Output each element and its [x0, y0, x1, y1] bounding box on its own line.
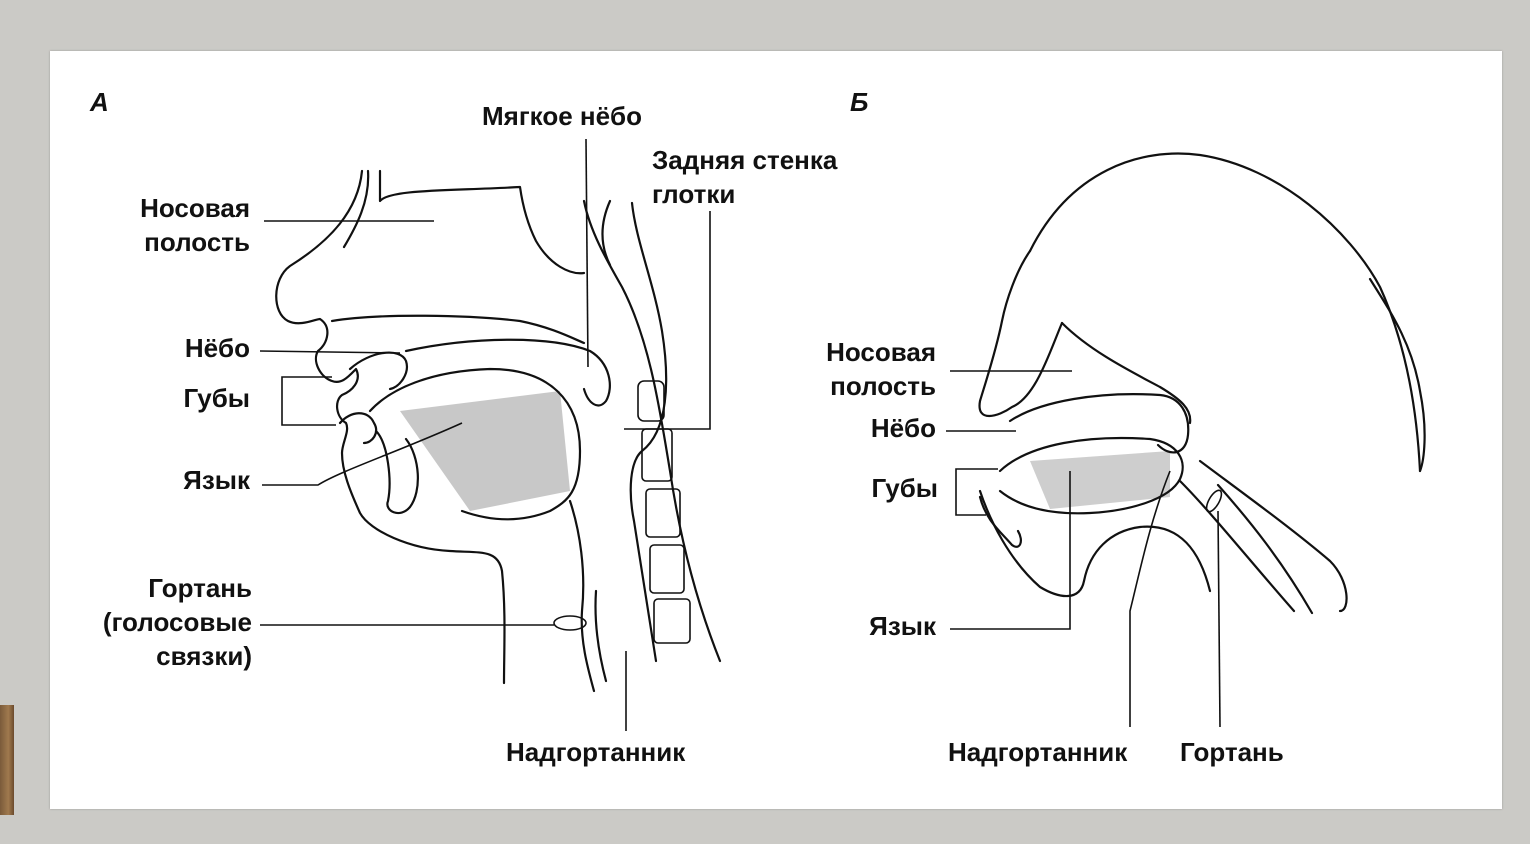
wood-edge-decoration: [0, 705, 14, 815]
trachea-b: [1218, 485, 1312, 613]
epiglottis-a: [595, 591, 606, 681]
leader-epiglottis-b: [1130, 471, 1170, 727]
label-soft-palate-a: Мягкое нёбо: [482, 99, 642, 133]
figure-a-drawing: [260, 139, 720, 731]
palate-b: [1010, 394, 1188, 452]
label-nasal-cavity-a: Носовая полость: [108, 191, 250, 259]
vertebra-a-5: [654, 599, 690, 643]
label-palate-a: Нёбо: [150, 331, 250, 365]
vertebra-a-4: [650, 545, 684, 593]
larynx-b: [1204, 488, 1225, 514]
leader-lips-b: [956, 469, 998, 515]
label-larynx-a: Гортань (голосовые связки): [70, 571, 252, 673]
lower-jaw-a: [340, 413, 418, 513]
leader-larynx-b: [1218, 511, 1220, 727]
label-pharynx-wall-a: Задняя стенка глотки: [652, 143, 837, 211]
diagram-panel: А Носовая полость Нёбо Губы Язык Гортань…: [50, 51, 1502, 809]
leader-soft-palate-a: [586, 139, 588, 367]
label-epiglottis-a: Надгортанник: [506, 735, 685, 769]
label-lips-a: Губы: [150, 381, 250, 415]
label-larynx-b: Гортань: [1180, 735, 1284, 769]
figure-b-letter: Б: [850, 87, 868, 118]
lower-lip-b: [980, 497, 1021, 547]
label-lips-b: Губы: [830, 471, 938, 505]
throat-front-a: [570, 501, 594, 691]
label-nasal-cavity-b: Носовая полость: [790, 335, 936, 403]
tongue-texture-a: [400, 391, 570, 511]
lower-jaw-b: [980, 491, 1210, 596]
label-tongue-b: Язык: [830, 609, 936, 643]
leader-palate-a: [260, 351, 400, 353]
nasal-cavity-b: [1062, 323, 1190, 423]
nasal-cavity-roof-a: [344, 171, 584, 273]
soft-palate-curve-a: [406, 340, 610, 406]
hard-palate-a: [332, 316, 584, 343]
tongue-texture-b: [1030, 451, 1170, 509]
label-epiglottis-b: Надгортанник: [948, 735, 1127, 769]
label-tongue-a: Язык: [130, 463, 250, 497]
mane-b: [1370, 279, 1425, 471]
upper-teeth-a: [350, 353, 407, 389]
label-palate-b: Нёбо: [830, 411, 936, 445]
esophagus-b: [1180, 481, 1294, 611]
figure-b-drawing: [946, 154, 1425, 727]
head-outline-b: [1030, 154, 1420, 471]
leader-lips-a: [282, 377, 336, 425]
figure-a-letter: А: [90, 87, 109, 118]
face-front-b: [980, 251, 1062, 416]
